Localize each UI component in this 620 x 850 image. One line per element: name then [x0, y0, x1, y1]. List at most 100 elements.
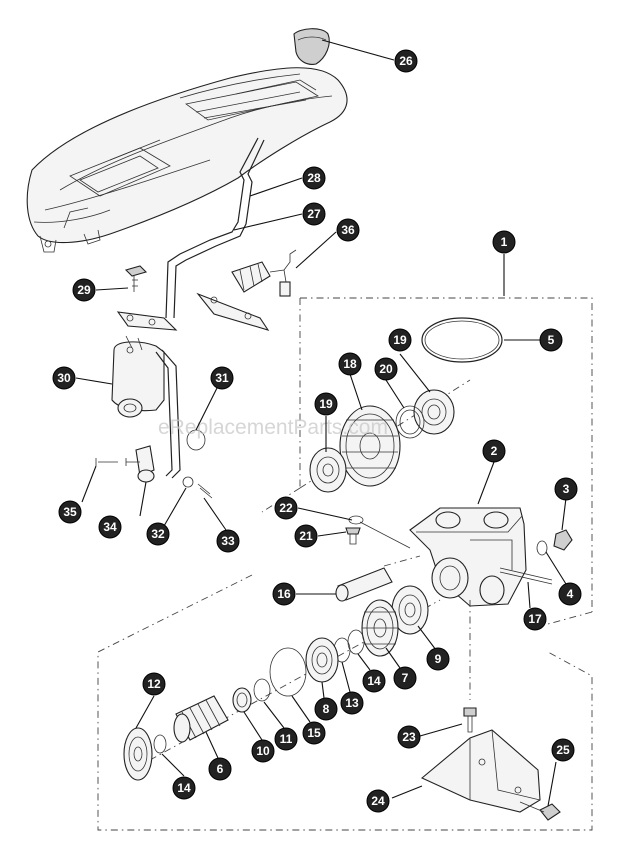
svg-text:23: 23: [402, 730, 416, 744]
svg-text:14: 14: [177, 781, 191, 795]
washer-22: [348, 515, 364, 525]
svg-text:15: 15: [307, 726, 321, 740]
callout-10: 10: [251, 739, 275, 763]
callout-19-upper: 19: [388, 328, 412, 352]
callout-23: 23: [397, 725, 421, 749]
bearing-19-upper: [413, 389, 455, 435]
svg-text:12: 12: [147, 677, 161, 691]
svg-text:19: 19: [393, 333, 407, 347]
callout-15: 15: [302, 721, 326, 745]
svg-text:17: 17: [528, 612, 542, 626]
callout-32: 32: [146, 522, 170, 546]
callout-24: 24: [366, 789, 390, 813]
gear-18: [339, 405, 401, 487]
svg-text:20: 20: [379, 362, 393, 376]
pin-34: [125, 445, 155, 483]
ring-15: [269, 647, 307, 697]
shift-knob: [293, 28, 330, 65]
shift-lever: [165, 137, 265, 319]
washer-4: [536, 540, 548, 556]
neutral-switch: [196, 249, 297, 331]
callout-8: 8: [314, 697, 338, 721]
svg-text:14: 14: [367, 674, 381, 688]
callout-13: 13: [340, 691, 364, 715]
callout-9: 9: [426, 647, 450, 671]
fender-platform: [26, 67, 348, 253]
svg-text:29: 29: [77, 283, 91, 297]
svg-text:27: 27: [307, 207, 321, 221]
callout-33: 33: [216, 529, 240, 553]
bracket-30: [111, 311, 181, 479]
svg-text:18: 18: [343, 357, 357, 371]
svg-text:33: 33: [221, 534, 235, 548]
callout-12: 12: [142, 672, 166, 696]
pin-35: [95, 458, 118, 466]
shaft-16: [335, 567, 393, 602]
svg-text:26: 26: [399, 54, 413, 68]
callout-20: 20: [374, 357, 398, 381]
svg-text:32: 32: [151, 527, 165, 541]
gear-7: [361, 599, 399, 657]
callout-3: 3: [554, 477, 578, 501]
svg-text:13: 13: [345, 696, 359, 710]
svg-text:36: 36: [341, 223, 355, 237]
bolt-21: [345, 527, 361, 545]
callout-1: 1: [492, 230, 516, 254]
svg-text:24: 24: [371, 794, 385, 808]
svg-text:30: 30: [57, 371, 71, 385]
callout-6: 6: [208, 757, 232, 781]
snap-ring-20: [395, 405, 425, 439]
callout-22: 22: [274, 496, 298, 520]
svg-text:25: 25: [556, 743, 570, 757]
callout-21: 21: [294, 524, 318, 548]
gear-12: [123, 727, 153, 781]
svg-text:3: 3: [563, 482, 570, 496]
callout-18: 18: [338, 352, 362, 376]
callout-19-lower: 19: [314, 392, 338, 416]
callout-36: 36: [336, 218, 360, 242]
svg-text:31: 31: [215, 371, 229, 385]
svg-text:5: 5: [548, 333, 555, 347]
callout-14a: 14: [362, 669, 386, 693]
svg-text:4: 4: [567, 587, 574, 601]
callout-28: 28: [302, 166, 326, 190]
watermark: eReplacementParts.com: [158, 416, 388, 439]
leader-lines: [75, 39, 567, 807]
callout-7: 7: [393, 666, 417, 690]
svg-text:6: 6: [217, 762, 224, 776]
svg-text:10: 10: [256, 744, 270, 758]
o-ring-5: [421, 317, 503, 363]
callout-11: 11: [274, 727, 298, 751]
callout-35: 35: [58, 500, 82, 524]
bolt-29: [124, 265, 148, 292]
callout-14b: 14: [172, 776, 196, 800]
svg-text:34: 34: [103, 520, 117, 534]
svg-text:11: 11: [280, 732, 293, 746]
svg-text:1: 1: [501, 235, 508, 249]
nut-3: [553, 529, 573, 551]
svg-text:16: 16: [277, 587, 291, 601]
cotter-33: [197, 483, 213, 499]
svg-text:7: 7: [402, 671, 409, 685]
svg-text:35: 35: [63, 505, 77, 519]
svg-text:28: 28: [307, 171, 321, 185]
callout-2: 2: [482, 439, 506, 463]
callout-17: 17: [523, 607, 547, 631]
snap-ring-14b: [153, 734, 167, 754]
callout-25: 25: [551, 738, 575, 762]
collar-10: [232, 687, 252, 713]
stud-17: [499, 567, 553, 585]
callout-16: 16: [272, 582, 296, 606]
callout-5: 5: [539, 328, 563, 352]
callout-30: 30: [52, 366, 76, 390]
callout-27: 27: [302, 202, 326, 226]
bolt-23: [463, 707, 477, 733]
svg-text:9: 9: [435, 652, 442, 666]
bearing-8: [305, 637, 339, 683]
svg-text:19: 19: [319, 397, 333, 411]
svg-text:8: 8: [323, 702, 330, 716]
washer-32: [182, 476, 194, 488]
svg-text:2: 2: [491, 444, 498, 458]
ring-11: [253, 678, 271, 702]
